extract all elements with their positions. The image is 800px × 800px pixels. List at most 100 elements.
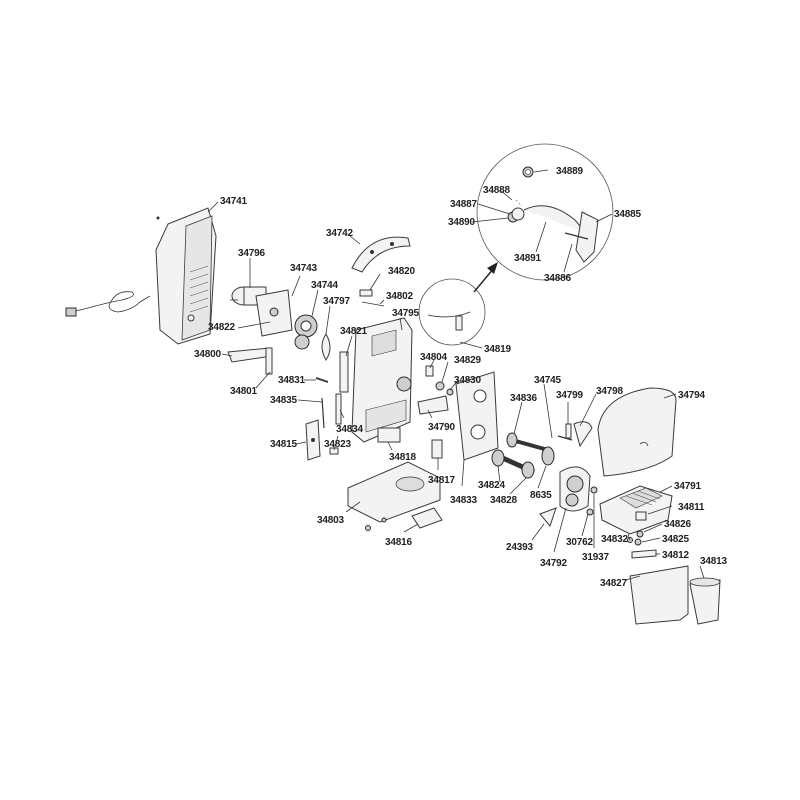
label-34822: 34822 bbox=[208, 322, 235, 333]
label-34792: 34792 bbox=[540, 558, 567, 569]
zoom-source bbox=[418, 262, 498, 346]
label-34799: 34799 bbox=[556, 390, 583, 401]
part-34794-shape bbox=[597, 387, 677, 477]
label-34815: 34815 bbox=[270, 439, 297, 450]
small-parts-top bbox=[359, 289, 385, 307]
label-34836: 34836 bbox=[510, 393, 537, 404]
label-8635: 8635 bbox=[530, 490, 552, 501]
part-34818-shape bbox=[377, 427, 401, 443]
part-34800-shape bbox=[227, 347, 273, 363]
label-34797: 34797 bbox=[323, 296, 350, 307]
label-34833: 34833 bbox=[450, 495, 477, 506]
label-34829: 34829 bbox=[454, 355, 481, 366]
lower-mid-parts bbox=[377, 395, 449, 459]
label-34885: 34885 bbox=[614, 209, 641, 220]
part-34831-shape bbox=[315, 377, 329, 383]
part-34829-shape bbox=[435, 381, 445, 391]
label-34813: 34813 bbox=[700, 556, 727, 567]
label-34804: 34804 bbox=[420, 352, 447, 363]
part-34802-shape bbox=[361, 301, 385, 307]
label-34798: 34798 bbox=[596, 386, 623, 397]
part-34834-shape bbox=[335, 393, 342, 425]
part-34827-shape bbox=[629, 565, 689, 625]
label-31937: 31937 bbox=[582, 552, 609, 563]
part-34824-shape bbox=[491, 449, 505, 467]
part-labels: 34741 34796 34742 34743 34744 34820 3480… bbox=[194, 166, 728, 589]
part-34803-shape bbox=[347, 461, 441, 523]
label-34890: 34890 bbox=[448, 217, 475, 228]
part-34817-shape bbox=[431, 439, 443, 459]
label-34824: 34824 bbox=[478, 480, 505, 491]
power-cord bbox=[65, 291, 151, 317]
central-chassis bbox=[339, 317, 413, 443]
label-34887: 34887 bbox=[450, 199, 477, 210]
part-34792-gear-housing bbox=[539, 466, 598, 528]
part-34798-shape bbox=[573, 421, 593, 448]
part-34833-shape bbox=[455, 371, 499, 461]
part-34790-shape bbox=[417, 395, 449, 415]
label-34743: 34743 bbox=[290, 263, 317, 274]
label-34888: 34888 bbox=[483, 185, 510, 196]
label-34745: 34745 bbox=[534, 375, 561, 386]
label-34800: 34800 bbox=[194, 349, 221, 360]
part-34791-bin bbox=[599, 485, 673, 559]
label-34835: 34835 bbox=[270, 395, 297, 406]
label-34823: 34823 bbox=[324, 439, 351, 450]
label-34820: 34820 bbox=[388, 266, 415, 277]
label-34744: 34744 bbox=[311, 280, 338, 291]
part-34803-tray bbox=[347, 461, 441, 531]
label-34832: 34832 bbox=[601, 534, 628, 545]
part-34891-shape bbox=[523, 205, 586, 233]
label-34818: 34818 bbox=[389, 452, 416, 463]
label-34821: 34821 bbox=[340, 326, 367, 337]
part-34794-cover bbox=[597, 387, 677, 477]
label-34795: 34795 bbox=[392, 308, 419, 319]
part-34834-shaft bbox=[329, 393, 342, 455]
label-24393: 24393 bbox=[506, 542, 533, 553]
zoom-arrow-icon bbox=[487, 262, 498, 274]
label-34811: 34811 bbox=[678, 502, 705, 513]
label-34790: 34790 bbox=[428, 422, 455, 433]
part-34742-shape bbox=[351, 236, 411, 273]
detail-zoom-view bbox=[476, 143, 614, 281]
label-34830: 34830 bbox=[454, 375, 481, 386]
label-34816: 34816 bbox=[385, 537, 412, 548]
part-34741-housing bbox=[155, 207, 217, 345]
label-30762: 30762 bbox=[566, 537, 593, 548]
label-34831: 34831 bbox=[278, 375, 305, 386]
part-34828-shape bbox=[521, 461, 535, 479]
part-34836-shape bbox=[506, 432, 518, 448]
left-small-parts bbox=[305, 377, 329, 461]
zoom-source-circle bbox=[418, 278, 486, 346]
part-34830-shape bbox=[446, 388, 454, 396]
label-34791: 34791 bbox=[674, 481, 701, 492]
mid-small-parts bbox=[425, 365, 454, 396]
part-34804-shape bbox=[425, 365, 434, 377]
part-34835-shape bbox=[321, 397, 325, 429]
part-31937-shape bbox=[590, 486, 598, 494]
part-34797-link bbox=[321, 333, 331, 361]
label-34891: 34891 bbox=[514, 253, 541, 264]
right-rollers bbox=[491, 421, 593, 479]
label-34794: 34794 bbox=[678, 390, 705, 401]
label-34886: 34886 bbox=[544, 273, 571, 284]
leader-lines bbox=[207, 169, 705, 581]
label-34889: 34889 bbox=[556, 166, 583, 177]
part-34811-shape bbox=[635, 511, 647, 521]
part-34743-plate bbox=[255, 289, 293, 337]
part-34886-shape bbox=[564, 232, 589, 240]
label-34819: 34819 bbox=[484, 344, 511, 355]
part-34825-shape bbox=[634, 538, 642, 546]
label-34741: 34741 bbox=[220, 196, 247, 207]
label-34801: 34801 bbox=[230, 386, 257, 397]
part-34812-shape bbox=[631, 549, 657, 559]
label-34742: 34742 bbox=[326, 228, 353, 239]
label-34826: 34826 bbox=[664, 519, 691, 530]
part-34797-shape bbox=[321, 333, 331, 361]
label-34802: 34802 bbox=[386, 291, 413, 302]
part-34826-shape bbox=[636, 530, 644, 538]
part-34833-plate bbox=[455, 371, 499, 461]
part-34800-bracket bbox=[227, 347, 273, 375]
part-34821-shape bbox=[339, 351, 349, 393]
